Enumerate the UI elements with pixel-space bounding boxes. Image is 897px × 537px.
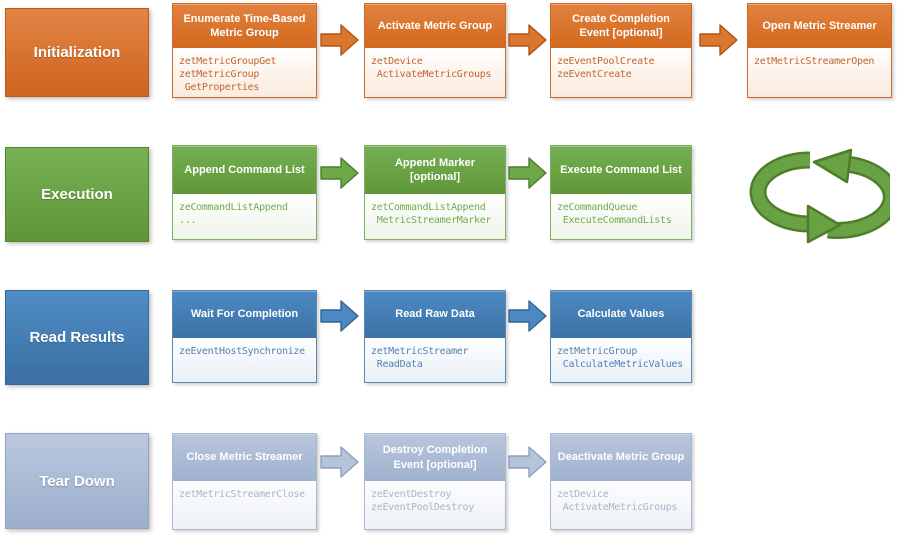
step-destroy-completion-event: Destroy Completion Event [optional] zeEv… [364, 433, 506, 530]
step-api-calls: zetMetricStreamerOpen [748, 48, 891, 97]
step-title: Open Metric Streamer [748, 4, 891, 48]
step-append-marker: Append Marker [optional] zetCommandListA… [364, 145, 506, 240]
step-title: Close Metric Streamer [173, 434, 316, 481]
step-title: Append Command List [173, 146, 316, 194]
flow-arrow-icon [320, 298, 360, 334]
flow-arrow-icon [320, 22, 360, 58]
flow-arrow-icon [508, 298, 548, 334]
step-api-calls: zeEventDestroy zeEventPoolDestroy [365, 481, 505, 529]
step-open-metric-streamer: Open Metric Streamer zetMetricStreamerOp… [747, 3, 892, 98]
step-read-raw-data: Read Raw Data zetMetricStreamer ReadData [364, 290, 506, 383]
step-title: Destroy Completion Event [optional] [365, 434, 505, 481]
step-title: Enumerate Time-Based Metric Group [173, 4, 316, 48]
step-title: Activate Metric Group [365, 4, 505, 48]
step-api-calls: zetMetricStreamer ReadData [365, 338, 505, 382]
step-api-calls: zeEventHostSynchronize [173, 338, 316, 382]
flow-arrow-icon [320, 155, 360, 191]
stage-label-text: Initialization [33, 44, 121, 61]
step-calculate-values: Calculate Values zetMetricGroup Calculat… [550, 290, 692, 383]
flow-arrow-icon [508, 155, 548, 191]
step-title: Calculate Values [551, 291, 691, 338]
step-wait-for-completion: Wait For Completion zeEventHostSynchroni… [172, 290, 317, 383]
step-title: Append Marker [optional] [365, 146, 505, 194]
stage-label-read-results: Read Results [5, 290, 149, 385]
step-title: Create Completion Event [optional] [551, 4, 691, 48]
step-title: Wait For Completion [173, 291, 316, 338]
step-activate-metric-group: Activate Metric Group zetDevice Activate… [364, 3, 506, 98]
flow-arrow-icon [508, 444, 548, 480]
step-enumerate-metric-group: Enumerate Time-Based Metric Group zetMet… [172, 3, 317, 98]
step-title: Execute Command List [551, 146, 691, 194]
flow-arrow-icon [320, 444, 360, 480]
step-execute-command-list: Execute Command List zeCommandQueue Exec… [550, 145, 692, 240]
step-api-calls: zetMetricGroupGet zetMetricGroup GetProp… [173, 48, 316, 97]
step-api-calls: zetDevice ActivateMetricGroups [551, 481, 691, 529]
step-api-calls: zetMetricGroup CalculateMetricValues [551, 338, 691, 382]
step-create-completion-event: Create Completion Event [optional] zeEve… [550, 3, 692, 98]
step-deactivate-metric-group: Deactivate Metric Group zetDevice Activa… [550, 433, 692, 530]
flow-arrow-icon [508, 22, 548, 58]
step-title: Deactivate Metric Group [551, 434, 691, 481]
step-api-calls: zeCommandQueue ExecuteCommandLists [551, 194, 691, 239]
step-api-calls: zetMetricStreamerClose [173, 481, 316, 529]
step-api-calls: zetDevice ActivateMetricGroups [365, 48, 505, 97]
step-api-calls: zetCommandListAppend MetricStreamerMarke… [365, 194, 505, 239]
stage-label-text: Read Results [29, 329, 125, 346]
step-close-metric-streamer: Close Metric Streamer zetMetricStreamerC… [172, 433, 317, 530]
step-api-calls: zeCommandListAppend ... [173, 194, 316, 239]
flow-arrow-icon [699, 22, 739, 58]
step-api-calls: zeEventPoolCreate zeEventCreate [551, 48, 691, 97]
stage-label-tear-down: Tear Down [5, 433, 149, 529]
step-title: Read Raw Data [365, 291, 505, 338]
loop-arrows-icon [748, 142, 890, 248]
stage-label-text: Execution [41, 186, 113, 203]
stage-label-initialization: Initialization [5, 8, 149, 97]
stage-label-execution: Execution [5, 147, 149, 242]
stage-label-text: Tear Down [39, 472, 115, 490]
step-append-command-list: Append Command List zeCommandListAppend … [172, 145, 317, 240]
